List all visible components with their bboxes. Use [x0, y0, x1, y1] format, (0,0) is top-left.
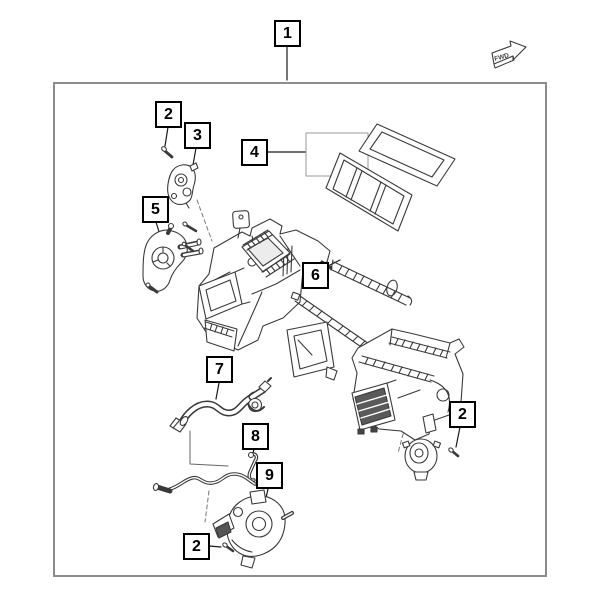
heater-tube-assembly [152, 430, 257, 494]
heater-hose [169, 377, 272, 433]
callout-2-bottom[interactable]: 2 [183, 533, 210, 560]
callout-5[interactable]: 5 [142, 196, 169, 223]
seal-strip-upper [329, 259, 413, 306]
callout-8[interactable]: 8 [242, 423, 269, 450]
callout-1[interactable]: 1 [274, 20, 301, 47]
auxiliary-pump-unit [212, 489, 294, 569]
hvac-housing-right-half [351, 328, 465, 441]
screw-upper [161, 146, 174, 159]
callout-6[interactable]: 6 [302, 262, 329, 289]
cabin-filter-element [325, 152, 413, 232]
duct-adapter-ring [286, 321, 338, 381]
screw-right [448, 447, 460, 458]
actuator-with-wiring [142, 222, 204, 294]
cabin-filter-cover-frame [358, 123, 456, 187]
svg-text:FWD: FWD [494, 52, 510, 63]
leader-lines [155, 45, 461, 548]
blend-door-actuator [401, 438, 442, 481]
callout-4[interactable]: 4 [241, 139, 268, 166]
seal-strip-lower [290, 291, 373, 352]
callout-9[interactable]: 9 [256, 462, 283, 489]
callout-7[interactable]: 7 [206, 356, 233, 383]
door-actuator-upper [167, 162, 199, 209]
callout-2-top[interactable]: 2 [155, 101, 182, 128]
hvac-housing-left-half [181, 210, 333, 352]
screw-lower [222, 542, 235, 553]
callout-2-right[interactable]: 2 [449, 401, 476, 428]
fwd-arrow-icon: FWD [491, 40, 527, 69]
callout-3[interactable]: 3 [184, 122, 211, 149]
